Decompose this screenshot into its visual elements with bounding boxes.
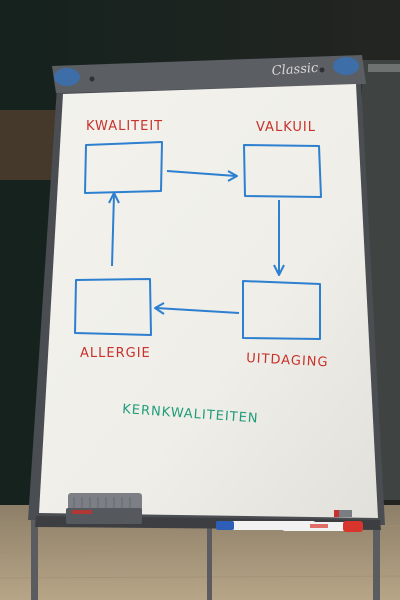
label-uitdaging: UITDAGING bbox=[246, 351, 329, 370]
arrow-uitdaging-to-allergie bbox=[154, 302, 240, 315]
label-kwaliteit: KWALITEIT bbox=[86, 119, 163, 134]
arrow-allergie-to-kwaliteit bbox=[108, 192, 120, 267]
marker-red bbox=[282, 521, 363, 532]
box-kwaliteit bbox=[84, 141, 163, 194]
left-clamp-knob bbox=[54, 68, 80, 86]
box-allergie bbox=[74, 278, 152, 336]
box-valkuil bbox=[243, 144, 322, 198]
easel-legs bbox=[31, 510, 380, 600]
box-uitdaging bbox=[242, 280, 321, 340]
arrow-kwaliteit-to-valkuil bbox=[166, 170, 238, 182]
diagram bbox=[74, 141, 322, 340]
background-wood-panel bbox=[0, 110, 58, 180]
brand-logo: Classic bbox=[271, 61, 319, 79]
flipchart-header bbox=[52, 55, 366, 93]
label-valkuil: VALKUIL bbox=[256, 120, 316, 135]
right-clamp-knob bbox=[333, 57, 359, 75]
label-allergie: ALLERGIE bbox=[80, 346, 151, 361]
tray-label-tag bbox=[334, 510, 352, 517]
whiteboard-eraser bbox=[66, 493, 142, 524]
whiteboard-surface bbox=[39, 84, 378, 518]
arrow-valkuil-to-uitdaging bbox=[273, 200, 285, 276]
